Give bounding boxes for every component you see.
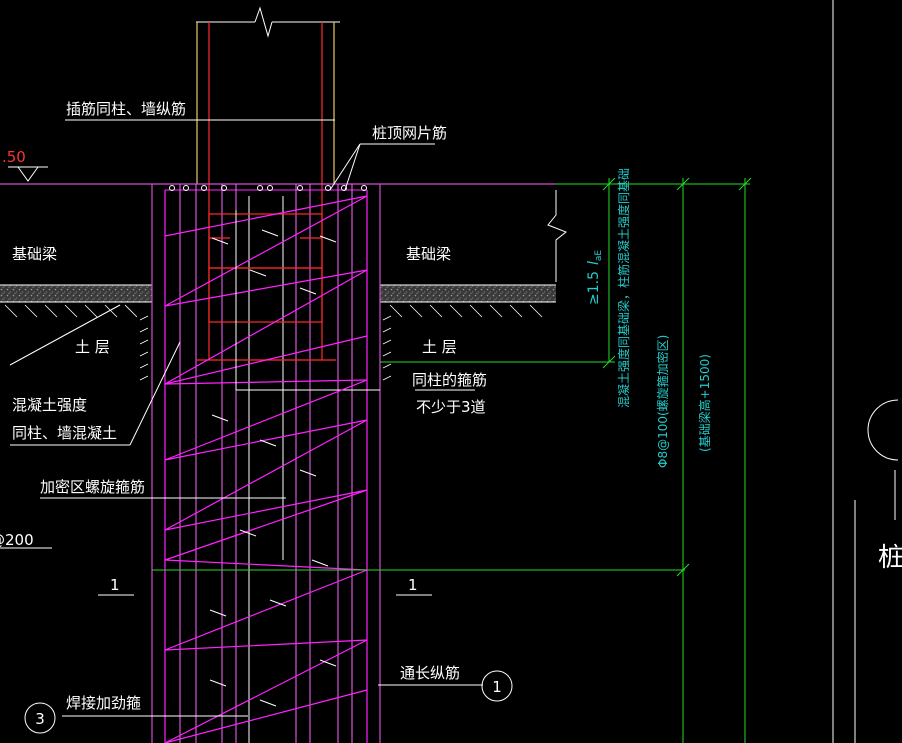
label-stirrups-line1: 同柱的箍筋	[412, 371, 487, 389]
dimension-lines	[380, 177, 752, 743]
center-bars	[236, 196, 380, 743]
label-partial-200: @200	[0, 531, 34, 549]
column-stirrups	[196, 213, 336, 361]
callout-3-number: 3	[35, 710, 45, 728]
callout-1-number: 1	[492, 678, 502, 696]
label-foundation-beam-left: 基础梁	[12, 245, 57, 263]
longitudinal-bars	[179, 184, 353, 743]
label-elevation: .50	[2, 148, 26, 166]
foundation-top-line	[0, 166, 750, 282]
dim-vertical-text-1: 混凝土强度同基础梁，柱筋混凝土强度同基础	[616, 168, 631, 408]
pile-outline	[151, 184, 381, 743]
drawing-frame	[832, 0, 899, 743]
leader-lines	[0, 119, 483, 717]
label-foundation-beam-right: 基础梁	[406, 245, 451, 263]
pile-top-mesh	[169, 185, 367, 191]
spiral-ticks	[209, 229, 337, 707]
dim-vertical-text-3: (基础梁高+1500)	[697, 354, 712, 452]
label-section-right: 1	[408, 576, 418, 594]
callout-circle-1	[481, 670, 513, 702]
label-right-partial: 桩	[878, 543, 902, 573]
dim-vertical-text-2: Φ8@100(螺旋箍加密区)	[655, 335, 670, 468]
label-dense-spiral: 加密区螺旋箍筋	[40, 478, 145, 496]
label-pile-top-mesh: 桩顶网片筋	[372, 124, 447, 142]
label-concrete-line2: 同柱、墙混凝土	[12, 424, 117, 442]
dim-anchorage-length: ≥1.5laE	[586, 250, 604, 305]
label-welded-ring: 焊接加劲箍	[66, 694, 141, 712]
spiral-stirrups	[164, 195, 368, 743]
label-dowel-bars: 插筋同柱、墙纵筋	[66, 100, 186, 118]
label-soil-left: 土 层	[75, 338, 110, 356]
label-through-bars: 通长纵筋	[400, 664, 460, 682]
soil-hatch	[4, 304, 543, 381]
label-stirrups-line2: 不少于3道	[416, 398, 486, 416]
label-concrete-line1: 混凝土强度	[12, 396, 87, 414]
gravel-layer	[0, 284, 556, 303]
label-section-left: 1	[110, 576, 120, 594]
label-soil-right: 土 层	[422, 338, 457, 356]
callout-circle-3	[24, 702, 56, 734]
